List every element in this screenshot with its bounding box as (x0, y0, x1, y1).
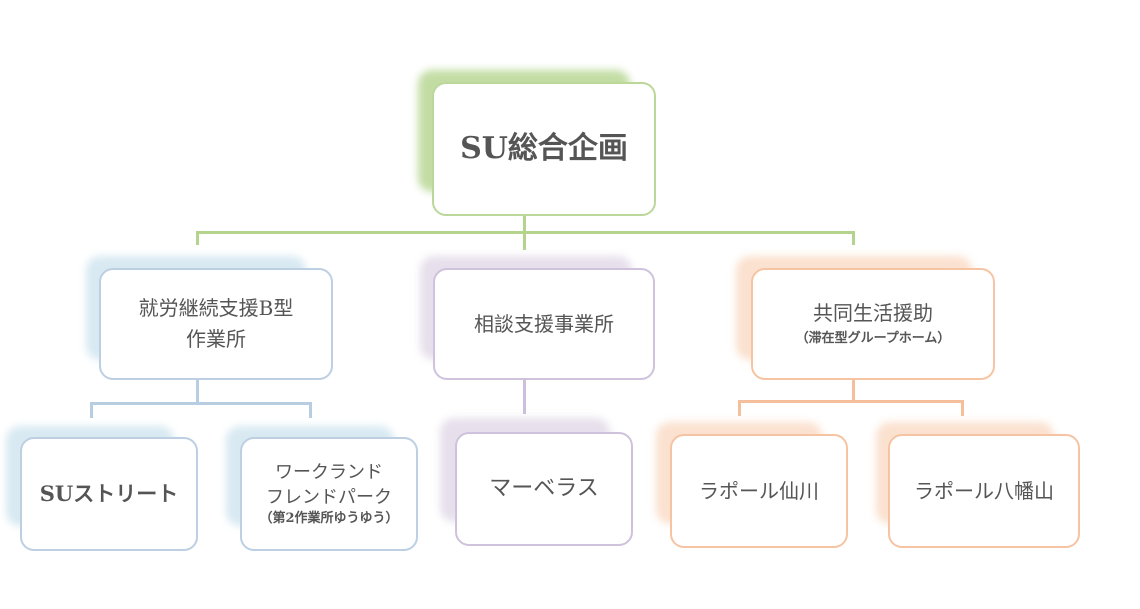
connector-yawata-drop (961, 400, 964, 416)
consult-label: 相談支援事業所 (474, 311, 614, 336)
group-home-line1: 共同生活援助 (813, 301, 933, 326)
sendai-label: ラポール仙川 (699, 478, 819, 503)
connector-sendai-drop (738, 400, 741, 416)
su-street-label: SUストリート (39, 480, 179, 506)
group-home-sub: （滞在型グループホーム） (795, 331, 951, 347)
root-node: SU総合企画 (432, 82, 656, 216)
workland-node: ワークランド フレンドパーク （第2作業所ゆうゆう） (240, 437, 418, 551)
yawata-label: ラポール八幡山 (914, 478, 1054, 503)
consult-node: 相談支援事業所 (433, 268, 655, 380)
work-support-node: 就労継続支援B型 作業所 (99, 268, 333, 380)
workland-line1: ワークランド (275, 461, 383, 483)
connector-group-down (852, 380, 855, 402)
work-support-line1: 就労継続支援B型 (138, 296, 294, 320)
connector-group-horizontal (738, 400, 964, 403)
connector-work-horizontal (90, 402, 312, 405)
connector-su-street-drop (90, 402, 93, 418)
workland-line2: フレンドパーク (266, 486, 392, 508)
connector-consult-down (523, 380, 526, 414)
marvelous-node: マーベラス (455, 432, 633, 546)
work-support-line2: 作業所 (186, 327, 246, 351)
connector-root-down (523, 198, 526, 250)
connector-workland-drop (309, 402, 312, 418)
connector-group-drop (852, 231, 855, 245)
workland-sub: （第2作業所ゆうゆう） (259, 511, 399, 527)
connector-work-drop (196, 231, 199, 245)
connector-top-horizontal (196, 231, 855, 234)
sendai-node: ラポール仙川 (670, 434, 848, 548)
root-label: SU総合企画 (460, 130, 628, 166)
connector-work-down (196, 380, 199, 404)
marvelous-label: マーベラス (489, 475, 599, 501)
group-home-node: 共同生活援助 （滞在型グループホーム） (751, 268, 995, 380)
yawata-node: ラポール八幡山 (888, 434, 1080, 548)
su-street-node: SUストリート (20, 437, 198, 551)
